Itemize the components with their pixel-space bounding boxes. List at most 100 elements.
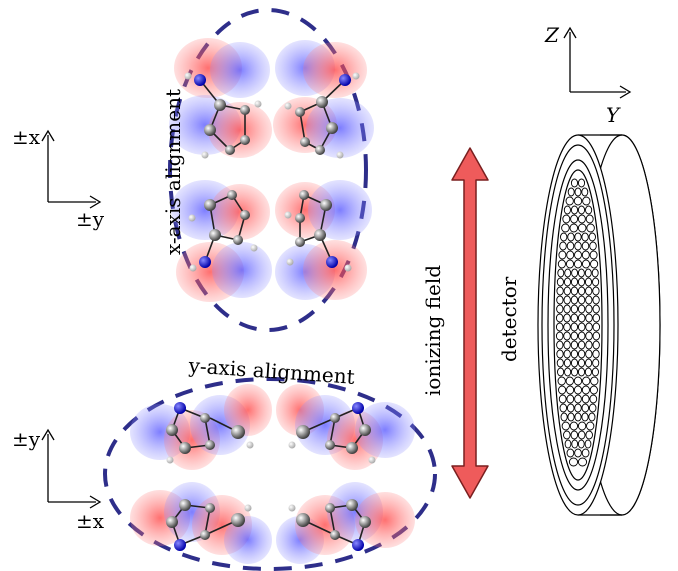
detector-channel (574, 394, 582, 404)
detector-channel (581, 241, 590, 251)
detector-channel (570, 349, 579, 359)
detector-channel (582, 196, 591, 206)
molecule-top-right (273, 40, 374, 159)
axis-label-horizontal: ±x (76, 509, 105, 533)
detector-channel (561, 421, 570, 431)
detector-channel (563, 295, 571, 305)
detector-channel (592, 277, 600, 287)
detector-channel (577, 268, 585, 278)
detector-channel (557, 367, 565, 377)
detector-channel (555, 331, 564, 341)
detector-channel (556, 277, 564, 287)
detector-channel (581, 250, 590, 260)
y-alignment-ellipse (103, 377, 437, 571)
x-alignment-label: x-axis alignment (161, 89, 185, 255)
detector-channel (570, 430, 579, 440)
detector-channel (570, 178, 579, 188)
detector-channel (570, 277, 579, 287)
detector-channel (556, 340, 564, 350)
detector-channel (577, 349, 586, 359)
detector-channel (588, 403, 597, 413)
detector-channel (573, 259, 583, 269)
detector-channel (586, 421, 595, 431)
detector-channel (591, 367, 599, 377)
detector-label: detector (497, 276, 521, 362)
detector-channel (556, 304, 564, 314)
detector-channel (571, 439, 579, 449)
detector-channels (555, 178, 601, 467)
detector-channel (585, 304, 593, 314)
detector-channel (562, 214, 571, 224)
detector-channel (573, 376, 583, 386)
detector-channel (577, 286, 586, 296)
detector-channel (555, 322, 564, 332)
detector-channel (581, 412, 589, 422)
detector-channel (561, 223, 570, 233)
detector-channel (577, 457, 588, 467)
detector-channel (588, 412, 596, 422)
detector-channel (563, 430, 571, 440)
axis-label-vertical: ±y (12, 427, 41, 451)
detector-channel (563, 349, 571, 359)
detector-channel (592, 349, 600, 359)
detector-channel (559, 403, 568, 413)
detector-channel (581, 403, 590, 413)
detector-channel (581, 187, 589, 197)
detector-channel (570, 304, 579, 314)
detector-channel (589, 241, 597, 251)
y-alignment-cluster: y-axis alignment (103, 353, 437, 571)
detector-channel (563, 277, 572, 287)
detector-channel (556, 295, 564, 305)
detector-channel (564, 268, 572, 278)
detector-channel (588, 232, 596, 242)
detector-channel (592, 313, 601, 323)
molecule-upper-left (130, 384, 272, 470)
detector-channel (566, 250, 575, 260)
detector-channel (577, 340, 586, 350)
axis-arrows-icon (563, 26, 632, 99)
detector-channel (563, 205, 571, 215)
detector-channel (584, 277, 593, 287)
detector-channel (577, 304, 586, 314)
detector-channel (565, 196, 574, 206)
detector-channel (569, 421, 579, 431)
molecule-lower-right (276, 482, 415, 564)
detector-channel (577, 358, 586, 368)
detector: detector (497, 134, 661, 516)
detector-channel (566, 394, 575, 404)
detector-channel (570, 340, 579, 350)
detector-channel (570, 367, 579, 377)
detector-channel (584, 367, 592, 377)
detector-channel (574, 412, 582, 422)
detector-channel (590, 376, 599, 386)
detector-channel (556, 358, 564, 368)
detector-channel (584, 439, 592, 449)
detector-channel (581, 394, 590, 404)
detector-channel (555, 313, 564, 323)
ionizing-field: ionizing field (421, 147, 489, 499)
detector-channel (584, 268, 592, 278)
axis-bottom-left: ±y ±x (12, 427, 105, 533)
detector-channel (574, 403, 582, 413)
detector-channel (577, 223, 587, 233)
detector-channel (570, 331, 579, 341)
detector-channel (573, 385, 583, 395)
detector-channel (574, 232, 582, 242)
detector-channel (558, 385, 567, 395)
detector-channel (577, 421, 587, 431)
detector-channel (563, 358, 571, 368)
axis-label-vertical: ±x (12, 125, 41, 149)
detector-channel (574, 448, 582, 458)
detector-channel (581, 259, 591, 269)
detector-channel (563, 340, 571, 350)
detector-channel (556, 349, 564, 359)
detector-channel (556, 286, 564, 296)
detector-channel (592, 331, 601, 341)
detector-channel (577, 277, 586, 287)
axis-label-horizontal: Y (606, 103, 621, 127)
detector-channel (585, 349, 593, 359)
detector-channel (585, 295, 593, 305)
detector-channel (585, 430, 593, 440)
detector-channel (574, 241, 582, 251)
